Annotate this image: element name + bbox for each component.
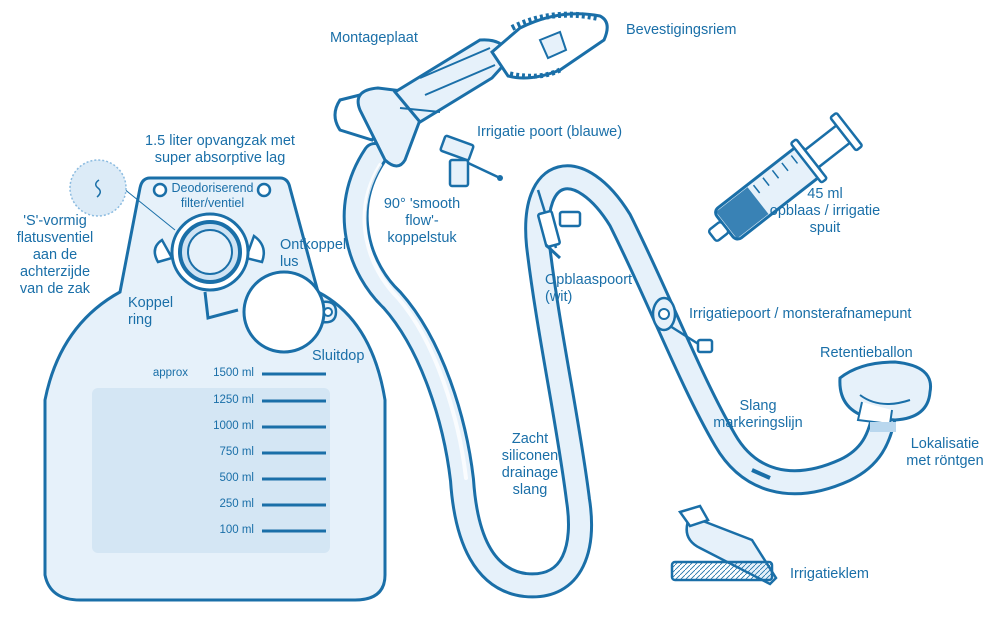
bag-window: [92, 388, 330, 553]
closure-cap: [242, 270, 326, 354]
cap-loop: [321, 300, 338, 324]
mounting-plate-assembly: [333, 11, 609, 168]
label-flatusventiel: 'S'-vormig flatusventiel aan de achterzi…: [16, 213, 94, 297]
label-sluitdop: Sluitdop: [312, 348, 365, 364]
scale-1000: 1000 ml: [213, 420, 254, 432]
hose-marking-line: [751, 468, 771, 480]
cap-strap: [203, 291, 239, 320]
label-irrigatie-poort-blauwe: Irrigatie poort (blauwe): [477, 124, 623, 140]
label-monsterafname: Irrigatiepoort / monsterafnamepunt: [689, 306, 912, 322]
volume-scale-lines: [262, 372, 326, 533]
irrigation-clamp: [670, 504, 778, 586]
collection-bag: [43, 159, 387, 602]
label-ontkoppel-lus: Ontkoppel lus: [280, 237, 347, 270]
syringe: [707, 112, 863, 242]
hang-hole-right: [256, 182, 272, 198]
white-inflation-port: [536, 189, 582, 260]
scale-100: 100 ml: [219, 524, 254, 536]
xray-marker: [870, 422, 896, 432]
coupling-ring: [153, 212, 265, 292]
scale-500: 500 ml: [219, 472, 254, 484]
label-retentieballon: Retentieballon: [820, 345, 913, 361]
label-bevestigingsriem: Bevestigingsriem: [626, 22, 737, 38]
label-montageplaat: Montageplaat: [330, 30, 418, 46]
sampling-port: [651, 296, 714, 354]
retention-balloon: [838, 360, 933, 432]
label-slang-markeringslijn: Slang markeringslijn: [713, 398, 803, 431]
blue-irrigation-port: [439, 134, 503, 188]
scale-1500: 1500 ml: [213, 367, 254, 379]
label-irrigatieklem: Irrigatieklem: [790, 566, 869, 582]
scale-750: 750 ml: [219, 446, 254, 458]
label-spuit: 45 ml opblaas / irrigatie spuit: [769, 186, 881, 236]
label-lokalisatie: Lokalisatie met röntgen: [906, 436, 984, 469]
hang-hole-left: [152, 182, 168, 198]
scale-250: 250 ml: [219, 498, 254, 510]
scale-1250: 1250 ml: [213, 394, 254, 406]
scale-approx: approx: [152, 367, 188, 379]
label-deodoriserend: Deodoriserend filter/ventiel: [171, 181, 254, 210]
label-opvangzak: 1.5 liter opvangzak met super absorptive…: [145, 133, 295, 166]
label-opblaaspoort: Opblaaspoort (wit): [545, 272, 633, 305]
label-koppelring: Koppel ring: [128, 295, 174, 328]
label-koppelstuk: 90° 'smooth flow'- koppelstuk: [383, 196, 461, 246]
label-drainage-slang: Zacht siliconen drainage slang: [501, 431, 559, 498]
